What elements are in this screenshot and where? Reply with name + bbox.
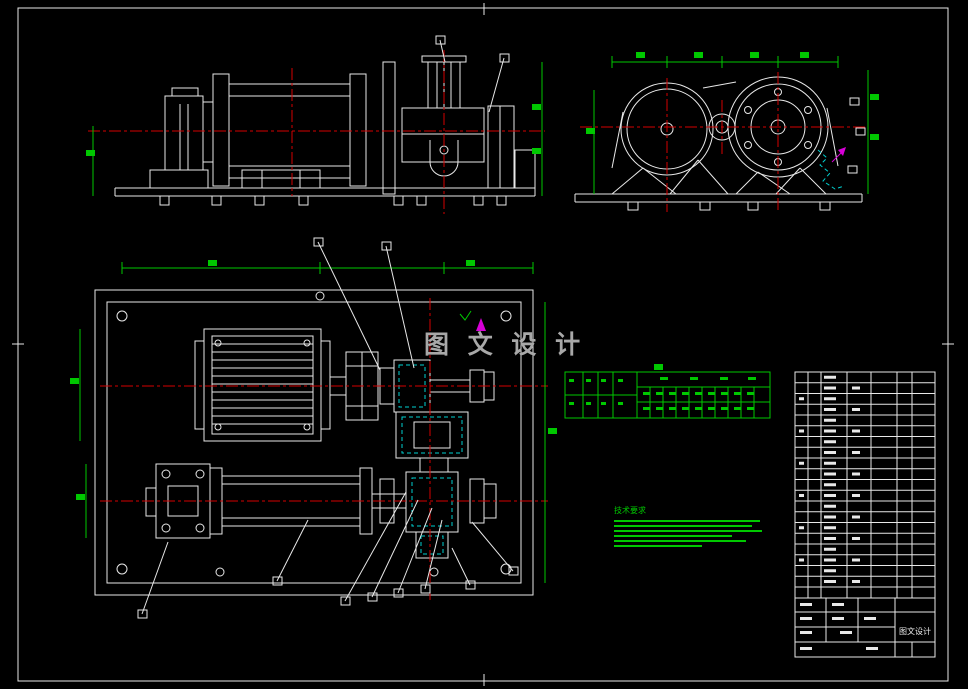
dimension-marks	[70, 52, 879, 583]
plan-view	[94, 289, 534, 596]
notes-title: 技术要求	[614, 505, 646, 515]
watermark-text: 图 文 设 计	[424, 330, 585, 359]
watermark: 图 文 设 计	[424, 310, 585, 359]
centerlines	[88, 50, 868, 600]
check-mark-icon	[459, 310, 472, 321]
front-elevation-view	[114, 55, 536, 206]
item-balloons	[137, 35, 519, 619]
legend-table	[564, 371, 771, 419]
section-arrow-icon	[476, 318, 486, 331]
title-block: 图文设计	[794, 597, 936, 658]
sheet-frame	[12, 3, 954, 686]
title-block-company: 图文设计	[899, 626, 931, 636]
parts-list-table	[794, 371, 936, 599]
gearbox-end-view	[574, 76, 866, 211]
technical-notes: 技术要求	[614, 505, 762, 547]
